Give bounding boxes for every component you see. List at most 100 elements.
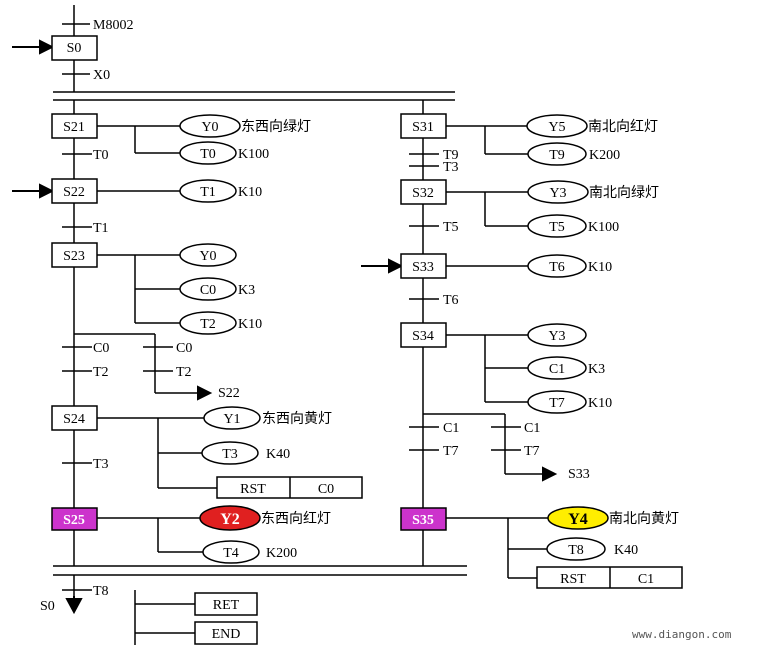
step-s31: [400, 113, 447, 139]
s25-label: S25: [63, 513, 85, 528]
coil-y2: [199, 505, 261, 531]
end-label: END: [212, 627, 241, 642]
t1-k-label: K10: [238, 185, 262, 200]
t1-coil-label: T1: [200, 185, 216, 200]
t5-cond-label: T5: [443, 220, 459, 235]
rst-c0-target: C0: [318, 482, 334, 497]
c1-contact-label: C1: [443, 421, 459, 436]
y4-desc: 南北向黄灯: [609, 510, 679, 527]
t4-coil-label: T4: [223, 546, 239, 561]
t2-contact-b-label: T2: [176, 365, 192, 380]
s0-return-label: S0: [40, 599, 55, 614]
t3-coil-label: T3: [222, 447, 238, 462]
step-s23: [51, 242, 98, 268]
coil-t1: [179, 179, 237, 203]
t3-cond-label: T3: [93, 457, 109, 472]
t0-k-label: K100: [238, 147, 269, 162]
t2-contact-label: T2: [93, 365, 109, 380]
ret-label: RET: [213, 598, 240, 613]
step-s24: [51, 405, 98, 431]
coil-c0: [179, 277, 237, 301]
step-s21: [51, 113, 98, 139]
c1-contact-b-label: C1: [524, 421, 540, 436]
t3-k-label: K40: [266, 447, 290, 462]
y5-coil-label: Y5: [548, 120, 565, 135]
t6-k-label: K10: [588, 260, 612, 275]
s22-label: S22: [63, 185, 85, 200]
coil-t0: [179, 141, 237, 165]
end-box: [194, 621, 258, 645]
y1-coil-label: Y1: [223, 412, 240, 427]
step-s35: [400, 507, 447, 531]
coil-t7: [527, 390, 587, 414]
step-s32: [400, 179, 447, 205]
t5-coil-label: T5: [549, 220, 565, 235]
c0-k-label: K3: [238, 283, 255, 298]
coil-y3: [527, 180, 589, 204]
y0-desc: 东西向绿灯: [241, 119, 311, 135]
t9-cond-label: T9: [443, 148, 459, 163]
t7-coil-label: T7: [549, 396, 565, 411]
coil-t4: [202, 540, 260, 564]
rst-c1-target: C1: [638, 572, 654, 587]
coil-y3b: [527, 323, 587, 347]
s33-label: S33: [412, 260, 434, 275]
coil-t6: [527, 254, 587, 278]
y4-coil-label: Y4: [568, 511, 588, 528]
coil-c1: [527, 356, 587, 380]
t7-k-label: K10: [588, 396, 612, 411]
y3b-coil-label: Y3: [548, 329, 565, 344]
coil-t9: [527, 142, 587, 166]
step-s33: [400, 253, 447, 279]
t5-k-label: K100: [588, 220, 619, 235]
y1-desc: 东西向黄灯: [262, 410, 332, 427]
t9-coil-label: T9: [549, 148, 565, 163]
s35-label: S35: [412, 513, 434, 528]
t6-cond-label: T6: [443, 293, 459, 308]
y0b-coil-label: Y0: [199, 249, 216, 264]
coil-y1: [203, 406, 261, 430]
coil-y0: [179, 114, 241, 138]
y3-coil-label: Y3: [549, 186, 566, 201]
coil-y5: [526, 114, 588, 138]
c0-contact-label: C0: [93, 341, 109, 356]
y2-desc: 东西向红灯: [261, 511, 331, 527]
jump-s22-label: S22: [218, 386, 240, 401]
rst-c0-label: RST: [240, 482, 266, 497]
step-s22: [51, 178, 98, 204]
rst-c1-label: RST: [560, 572, 586, 587]
s31-label: S31: [412, 120, 434, 135]
coil-t8: [546, 537, 606, 561]
s0-label: S0: [67, 41, 82, 56]
c1-coil-label: C1: [549, 362, 565, 377]
coil-y4: [547, 506, 609, 530]
t2-k-label: K10: [238, 317, 262, 332]
t7-contact-b-label: T7: [524, 444, 540, 459]
coil-t3: [201, 441, 259, 465]
s24-label: S24: [63, 412, 85, 427]
t8-coil-label: T8: [568, 543, 584, 558]
step-s25: [51, 507, 98, 531]
t8-k-label: K40: [614, 543, 638, 558]
s32-label: S32: [412, 186, 434, 201]
coil-y0b: [179, 243, 237, 267]
y5-desc: 南北向红灯: [588, 119, 658, 135]
ret-box: [194, 592, 258, 616]
x0-label: X0: [93, 68, 110, 83]
t8-cond-label: T8: [93, 584, 109, 599]
c0-coil-label: C0: [200, 283, 216, 298]
y3-desc: 南北向绿灯: [589, 185, 659, 201]
step-s34: [400, 322, 447, 348]
y0-coil-label: Y0: [201, 120, 218, 135]
jump-s33-label: S33: [568, 467, 590, 482]
coil-t2: [179, 311, 237, 335]
c0-contact-b-label: C0: [176, 341, 192, 356]
t0-cond-label: T0: [93, 148, 109, 163]
s23-label: S23: [63, 249, 85, 264]
t3-cond-right-label: T3: [443, 160, 459, 175]
t1-cond-label: T1: [93, 221, 109, 236]
step-s0: [51, 35, 98, 61]
t0-coil-label: T0: [200, 147, 216, 162]
watermark: www.diangon.com: [632, 628, 732, 641]
